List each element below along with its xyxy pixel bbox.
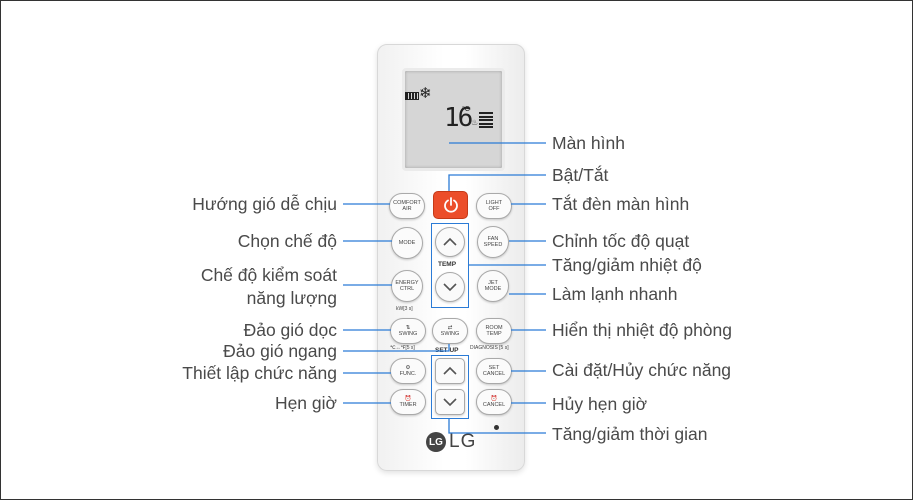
label-screen: Màn hình xyxy=(552,133,625,153)
cancel-timer-button[interactable]: ⏰ CANCEL xyxy=(476,389,512,415)
time-up-button[interactable] xyxy=(435,358,465,384)
signal-led xyxy=(494,425,499,430)
chevron-up-icon xyxy=(443,366,457,375)
room-temp-label-1: ROOM xyxy=(485,325,503,331)
jet-mode-label-1: JET xyxy=(488,280,498,286)
swing-horizontal-button[interactable]: ⇄ SWING xyxy=(432,318,468,344)
energy-ctrl-label-1: ENERGY xyxy=(395,280,419,286)
label-cancel: Hủy hẹn giờ xyxy=(552,394,648,414)
label-set-cancel: Cài đặt/Hủy chức năng xyxy=(552,360,732,380)
temp-down-button[interactable] xyxy=(435,272,465,302)
func-button[interactable]: ⚙ FUNC. xyxy=(390,358,426,384)
label-timer: Hẹn giờ xyxy=(274,393,337,413)
label-fan-speed: Chỉnh tốc độ quạt xyxy=(552,231,690,251)
swing-horizontal-icon: ⇄ xyxy=(447,325,453,331)
label-energy-2: năng lượng xyxy=(246,288,337,308)
mode-label: MODE xyxy=(398,240,416,246)
temp-label: TEMP xyxy=(438,261,457,268)
fan-speed-label-2: SPEED xyxy=(483,242,503,248)
label-light-off: Tắt đèn màn hình xyxy=(552,194,690,214)
label-temp: Tăng/giảm nhiệt độ xyxy=(552,255,702,275)
jet-mode-label-2: MODE xyxy=(484,286,502,292)
mode-button[interactable]: MODE xyxy=(391,227,423,259)
time-group-outline xyxy=(431,355,469,419)
set-up-label: SET UP xyxy=(435,347,459,354)
light-off-button[interactable]: LIGHT OFF xyxy=(476,193,512,219)
fan-speed-label-1: FAN xyxy=(487,236,499,242)
label-power: Bật/Tắt xyxy=(552,165,609,185)
energy-ctrl-label-2: CTRL xyxy=(399,286,415,292)
label-swing-h: Đảo gió ngang xyxy=(223,341,337,361)
set-cancel-button[interactable]: SET CANCEL xyxy=(476,358,512,384)
room-temp-button[interactable]: ROOM TEMP xyxy=(476,318,512,344)
swing-horizontal-label: SWING xyxy=(440,331,460,337)
label-swing-v: Đảo gió dọc xyxy=(243,320,337,340)
fan-level-bars-icon xyxy=(479,112,493,130)
cancel-label: CANCEL xyxy=(482,402,506,408)
temp-group-outline xyxy=(431,223,469,308)
alarm-clock-off-icon: ⏰ xyxy=(490,396,498,402)
chevron-down-icon xyxy=(443,398,457,407)
label-mode: Chọn chế độ xyxy=(237,231,337,251)
lg-logo-text: LG xyxy=(449,431,477,452)
label-energy-1: Chế độ kiểm soát xyxy=(200,265,337,285)
energy-ctrl-button[interactable]: ENERGY CTRL xyxy=(391,270,423,302)
diagnosis-sub-label: DIAGNOSIS [5 s] xyxy=(470,345,509,351)
jet-mode-button[interactable]: JET MODE xyxy=(477,270,509,302)
comfort-air-button[interactable]: COMFORT AIR xyxy=(389,193,425,219)
fan-icon: ♨ xyxy=(471,118,479,127)
battery-icon xyxy=(405,92,419,100)
time-down-button[interactable] xyxy=(435,389,465,415)
func-label: FUNC. xyxy=(399,371,417,377)
set-cancel-label-1: SET xyxy=(488,365,500,371)
func-gear-icon: ⚙ xyxy=(405,365,411,371)
energy-sub-label: kW[3 s] xyxy=(396,306,413,312)
temp-up-button[interactable] xyxy=(435,227,465,257)
light-off-label-1: LIGHT xyxy=(485,200,503,206)
label-room-temp: Hiển thị nhiệt độ phòng xyxy=(552,320,732,340)
swing-vertical-button[interactable]: ⇅ SWING xyxy=(390,318,426,344)
alarm-clock-icon: ⏰ xyxy=(404,396,412,402)
comfort-air-label-1: COMFORT xyxy=(393,200,421,206)
power-button[interactable] xyxy=(433,191,468,219)
swing-vertical-icon: ⇅ xyxy=(405,325,411,331)
power-icon xyxy=(443,197,458,213)
light-off-label-2: OFF xyxy=(488,206,500,212)
chevron-down-icon xyxy=(443,283,457,292)
cooling-snowflake-icon: ❄ xyxy=(419,85,432,102)
label-jet-mode: Làm lạnh nhanh xyxy=(552,284,678,304)
timer-button[interactable]: ⏰ TIMER xyxy=(390,389,426,415)
timer-label: TIMER xyxy=(399,402,417,408)
set-cancel-label-2: CANCEL xyxy=(482,371,506,377)
comfort-air-label-2: AIR xyxy=(402,206,412,212)
fan-speed-button[interactable]: FAN SPEED xyxy=(477,226,509,258)
label-func: Thiết lập chức năng xyxy=(182,363,337,383)
lg-logo: LG LG xyxy=(426,431,476,453)
swing-vertical-label: SWING xyxy=(398,331,418,337)
lg-logo-mark: LG xyxy=(426,432,446,452)
label-time-adjust: Tăng/giảm thời gian xyxy=(552,424,708,444)
label-comfort-air: Hướng gió dễ chịu xyxy=(192,194,337,214)
display-unit: °C xyxy=(462,106,470,113)
chevron-up-icon xyxy=(443,237,457,246)
swing-sub-label: ℃↔℉[5 s] xyxy=(390,345,415,351)
display-temperature: 16 xyxy=(444,103,473,133)
room-temp-label-2: TEMP xyxy=(486,331,502,337)
